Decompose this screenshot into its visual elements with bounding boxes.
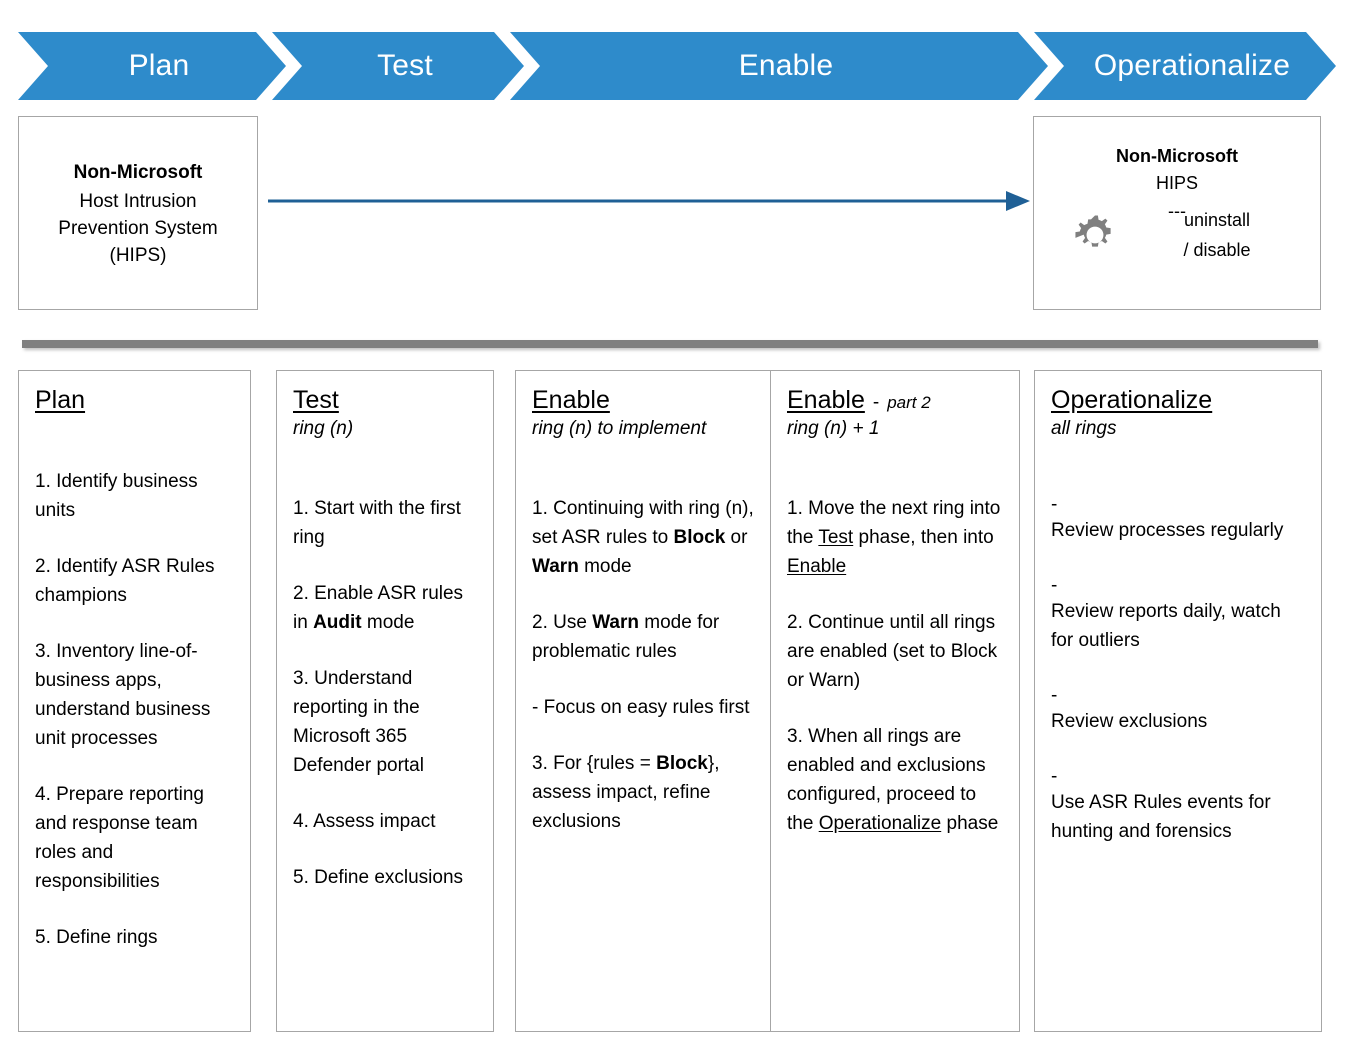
chevron-phase-test[interactable]: Test [272, 32, 524, 100]
phase-header-test: Test [293, 385, 479, 415]
list-item-text: Use ASR Rules events for hunting and for… [1051, 792, 1271, 842]
phase-title-test: Test [293, 386, 339, 414]
gear-icon [1072, 212, 1118, 258]
dash-marker: - [1051, 575, 1058, 596]
non-microsoft-hips-target-box: Non-Microsoft HIPS --- uninstall / disab… [1033, 116, 1321, 310]
list-item: - Use ASR Rules events for hunting and fo… [1051, 766, 1307, 846]
dash-marker: - [1051, 685, 1058, 706]
list-item: 2. Identify ASR Rules champions [35, 556, 215, 606]
list-item: 3. Inventory line-of-business apps, unde… [35, 641, 211, 749]
source-box-title: Non-Microsoft [73, 161, 203, 183]
phase-subtitle-enable-part2: ring (n) + 1 [787, 418, 880, 439]
list-item: 3. When all rings are enabled and exclus… [787, 726, 999, 834]
dash-marker: - [1051, 494, 1058, 515]
dash-marker: - [1051, 766, 1058, 787]
phase-body-operationalize: - Review processes regularly - Review repo… [1051, 494, 1307, 846]
list-item: 1. Continuing with ring (n), set ASR rul… [532, 498, 754, 577]
phase-title-operationalize: Operationalize [1051, 386, 1213, 414]
list-item-text: Review reports daily, watch for outliers [1051, 601, 1281, 651]
phase-body-plan: 1. Identify business units 2. Identify A… [35, 467, 236, 952]
phase-subtitle-test: ring (n) [293, 418, 354, 439]
chevron-label-plan: Plan [128, 49, 190, 82]
chevron-phase-operationalize[interactable]: Operationalize [1034, 32, 1336, 100]
list-item: 4. Prepare reporting and response team r… [35, 784, 204, 892]
phase-body-test: 1. Start with the first ring 2. Enable A… [293, 494, 479, 892]
target-box-line1: HIPS [1155, 173, 1198, 193]
target-box-separator: --- [1168, 201, 1186, 221]
list-item: 3. For {rules = Block}, assess impact, r… [532, 753, 720, 832]
chevron-phase-enable[interactable]: Enable [510, 32, 1048, 100]
phase-title-enable-part2: Enable [787, 386, 865, 414]
list-item: 2. Use Warn mode for problematic rules [532, 612, 720, 662]
phase-subtitle-operationalize: all rings [1051, 418, 1117, 439]
phase-chevron-banner: Plan Test Enable Operationalize [0, 0, 1353, 110]
list-item-text: Review processes regularly [1051, 520, 1284, 541]
list-item: 2. Enable ASR rules in Audit mode [293, 583, 464, 633]
non-microsoft-hips-source-box: Non-Microsoft Host Intrusion Prevention … [18, 116, 258, 310]
chevron-label-test: Test [377, 49, 433, 82]
chevron-label-enable: Enable [738, 49, 834, 82]
phase-header-operationalize: Operationalize [1051, 385, 1307, 415]
list-item: - Review exclusions [1051, 685, 1307, 736]
list-item: 3. Understand reporting in the Microsoft… [293, 668, 424, 776]
migration-arrow [268, 191, 1030, 211]
phase-header-enable: Enable [532, 385, 756, 415]
phase-title-plan: Plan [35, 386, 86, 414]
phase-column-operationalize: Operationalize all rings - Review process… [1034, 370, 1322, 1032]
phase-title-dash: - [872, 392, 880, 413]
target-box-title: Non-Microsoft [1116, 146, 1238, 166]
list-item: - Focus on easy rules first [532, 697, 750, 718]
phase-title-part: part 2 [887, 393, 931, 412]
target-box-action-line2: / disable [1183, 240, 1251, 260]
phase-column-test: Test ring (n) 1. Start with the first ri… [276, 370, 494, 1032]
list-item: 2. Continue until all rings are enabled … [787, 612, 998, 691]
phase-header-enable-part2: Enable - part 2 [787, 385, 1005, 415]
list-item: 5. Define rings [35, 927, 158, 948]
phase-column-enable-part2: Enable - part 2 ring (n) + 1 1. Move the… [770, 370, 1020, 1032]
source-box-line1: Host Intrusion [79, 190, 197, 212]
source-box-line3: (HIPS) [109, 244, 167, 266]
phase-title-enable: Enable [532, 386, 610, 414]
chevron-phase-plan[interactable]: Plan [18, 32, 286, 100]
target-box-action: uninstall / disable [1112, 205, 1322, 265]
list-item: 1. Move the next ring into the Test phas… [787, 498, 1001, 577]
phase-column-enable: Enable ring (n) to implement 1. Continui… [515, 370, 771, 1032]
source-box-line2: Prevention System [58, 217, 218, 239]
phase-body-enable-part2: 1. Move the next ring into the Test phas… [787, 494, 1005, 838]
list-item: 4. Assess impact [293, 811, 436, 832]
list-item: - Review processes regularly [1051, 494, 1307, 545]
list-item-text: Review exclusions [1051, 711, 1208, 732]
list-item: 1. Start with the first ring [293, 498, 461, 548]
target-box-header: Non-Microsoft HIPS --- [1034, 143, 1320, 225]
list-item: 1. Identify business units [35, 471, 198, 521]
phase-header-plan: Plan [35, 385, 236, 415]
list-item: - Review reports daily, watch for outlier… [1051, 575, 1307, 655]
phase-subtitle-enable: ring (n) to implement [532, 418, 707, 439]
section-divider [22, 340, 1318, 348]
list-item: 5. Define exclusions [293, 867, 464, 888]
chevron-label-operationalize: Operationalize [1093, 49, 1291, 82]
phase-column-plan: Plan 1. Identify business units 2. Ident… [18, 370, 251, 1032]
target-box-action-line1: uninstall [1183, 210, 1251, 230]
phase-body-enable: 1. Continuing with ring (n), set ASR rul… [532, 494, 756, 836]
